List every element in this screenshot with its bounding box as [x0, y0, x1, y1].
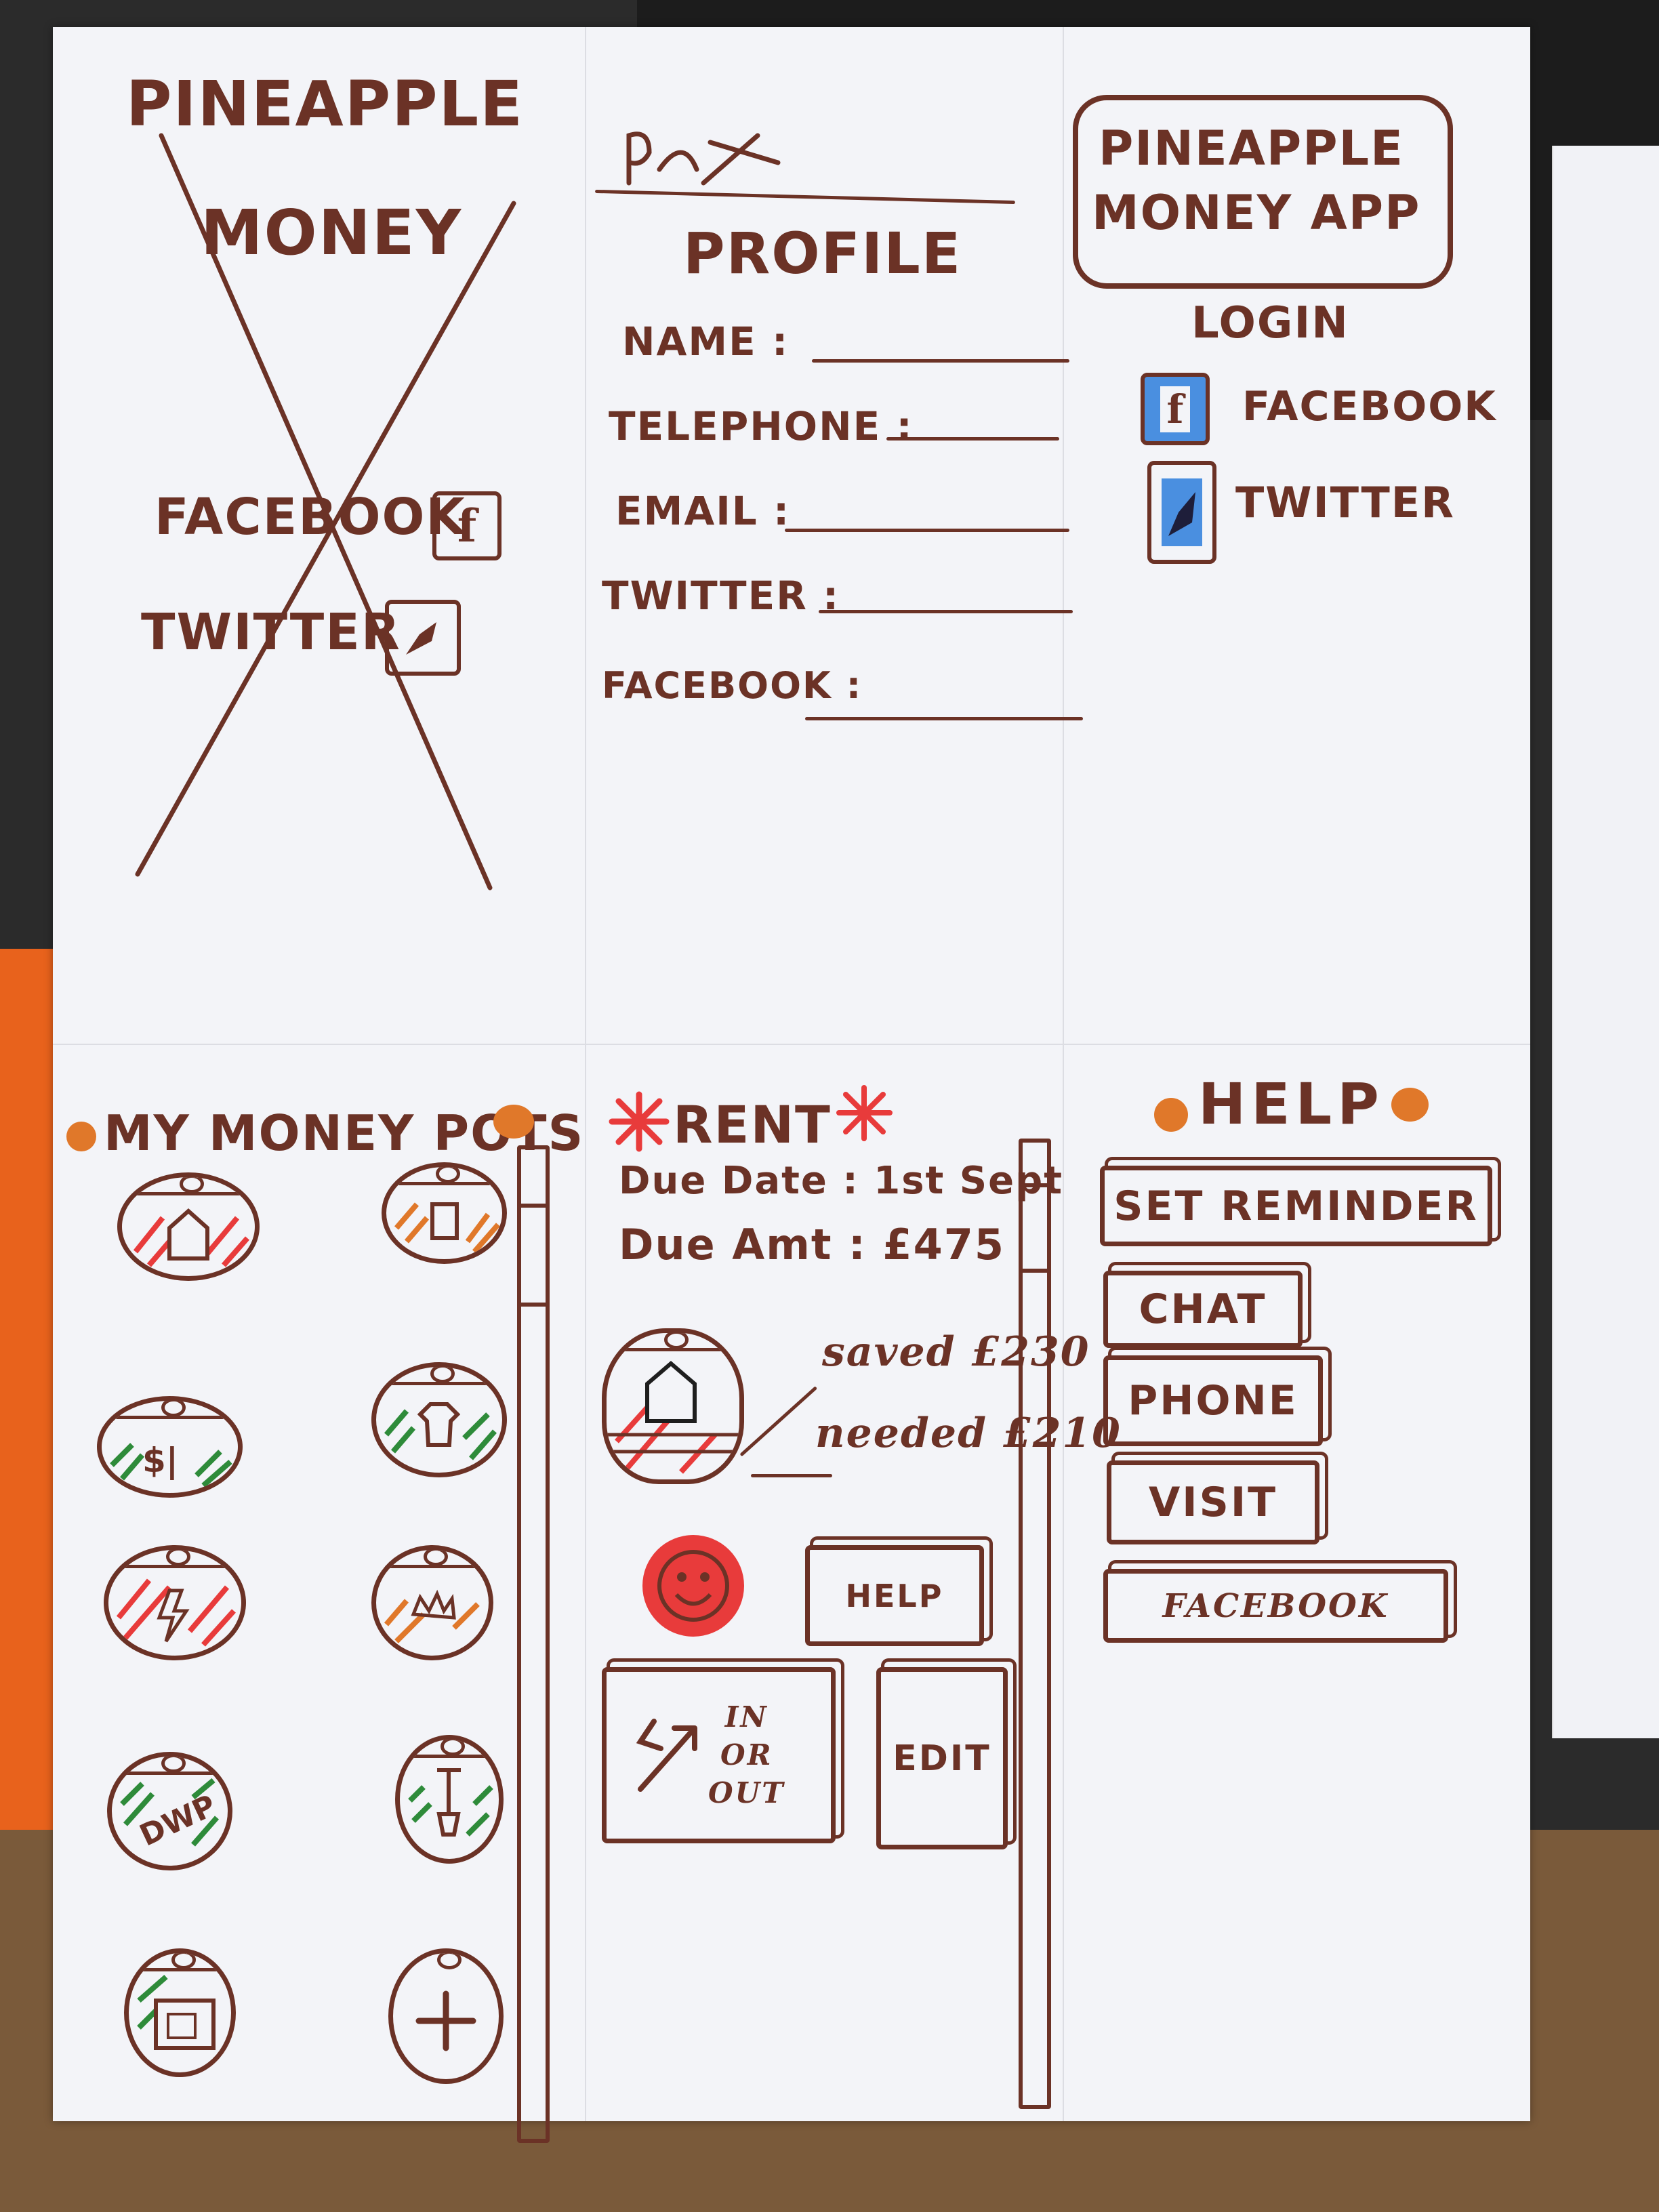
in-or-out-label: In [724, 1700, 769, 1734]
set-reminder-button[interactable]: Set Reminder [1100, 1166, 1492, 1246]
cross-out-mark [135, 133, 516, 890]
pot-cup[interactable] [382, 1162, 507, 1264]
fold-line [585, 27, 586, 2121]
phone-button[interactable]: Phone [1103, 1355, 1323, 1446]
login-facebook-label[interactable]: Facebook [1242, 383, 1497, 430]
scrollbar-thumb[interactable] [1019, 1183, 1051, 1273]
rent-title: Rent [673, 1094, 832, 1155]
profile-field-label: Twitter : [602, 573, 840, 619]
smiley-icon [642, 1535, 744, 1637]
login-heading: Login [1191, 298, 1349, 348]
chat-button[interactable]: Chat [1103, 1271, 1303, 1348]
pot-dwp[interactable]: DWP [107, 1752, 232, 1870]
due-amount: Due Amt : £475 [619, 1220, 1005, 1269]
splash-facebook-label[interactable]: Facebook [155, 488, 466, 546]
facebook-icon[interactable]: f [1141, 373, 1210, 445]
add-pot-button[interactable] [388, 1948, 504, 2084]
facebook-icon[interactable]: f [432, 491, 501, 560]
twitter-input[interactable] [819, 610, 1073, 613]
star-icon [609, 1091, 670, 1152]
star-icon [836, 1085, 893, 1141]
pineapple-dot [493, 1105, 534, 1139]
in-or-out-label: or [720, 1738, 773, 1771]
profile-field-label: Email : [615, 488, 791, 534]
pointer-line [739, 1386, 818, 1457]
saved-amount: saved £230 [822, 1328, 1090, 1376]
fold-line [1063, 27, 1064, 2121]
app-title-line2: Money App [1092, 185, 1421, 241]
profile-field-label: Telephone : [609, 403, 914, 449]
pot-house[interactable] [117, 1172, 260, 1281]
in-or-out-button[interactable]: In or Out [602, 1667, 836, 1843]
background-orange-bag [0, 949, 61, 1898]
facebook-input[interactable] [805, 717, 1083, 720]
scribbled-word [626, 131, 781, 186]
email-input[interactable] [785, 529, 1069, 532]
twitter-icon[interactable] [385, 600, 461, 676]
pineapple-dot [66, 1122, 96, 1151]
edit-button[interactable]: Edit [876, 1667, 1008, 1849]
pineapple-dot [1391, 1088, 1429, 1122]
pot-lightning[interactable] [104, 1545, 246, 1660]
name-input[interactable] [812, 359, 1069, 363]
profile-title: Profile [683, 220, 962, 287]
fold-line [53, 1044, 1530, 1045]
rent-pot [602, 1328, 744, 1484]
in-or-out-label: Out [708, 1776, 785, 1809]
visit-button[interactable]: Visit [1107, 1460, 1319, 1544]
profile-field-label: Facebook : [602, 664, 863, 707]
app-title-line1: Pineapple [1099, 121, 1404, 176]
pot-money[interactable]: $| [97, 1396, 243, 1498]
splash-twitter-label[interactable]: Twitter [141, 603, 401, 661]
svg-text:$|: $| [142, 1441, 178, 1480]
login-twitter-label[interactable]: Twitter [1235, 478, 1455, 527]
transfer-arrow-icon [636, 1719, 697, 1792]
pot-tv[interactable] [124, 1948, 236, 2077]
second-sheet [1552, 146, 1659, 1738]
scrollbar-thumb[interactable] [517, 1204, 550, 1307]
app-title-box: Pineapple Money App [1073, 95, 1453, 289]
paper-sheet: Pineapple Money Facebook f Twitter Profi… [53, 27, 1530, 2143]
twitter-icon[interactable] [1147, 461, 1216, 564]
pointer-line [751, 1474, 832, 1477]
pot-shovel[interactable] [395, 1735, 504, 1864]
due-date: Due Date : 1st Sept [619, 1159, 1063, 1203]
splash-title-line1: Pineapple [126, 68, 525, 140]
pots-scrollbar[interactable] [517, 1145, 550, 2143]
help-title: Help [1198, 1071, 1385, 1137]
splash-title-line2: Money [201, 197, 463, 269]
pineapple-dot [1154, 1098, 1188, 1132]
telephone-input[interactable] [886, 437, 1059, 441]
rent-help-button[interactable]: Help [805, 1545, 984, 1646]
pot-food[interactable] [371, 1545, 493, 1660]
needed-amount: needed £210 [815, 1410, 1122, 1457]
pot-tshirt[interactable] [371, 1362, 507, 1477]
divider [595, 189, 1015, 205]
rent-scrollbar[interactable] [1019, 1139, 1051, 2109]
facebook-help-button[interactable]: Facebook [1103, 1569, 1448, 1643]
profile-field-label: Name : [622, 319, 790, 365]
